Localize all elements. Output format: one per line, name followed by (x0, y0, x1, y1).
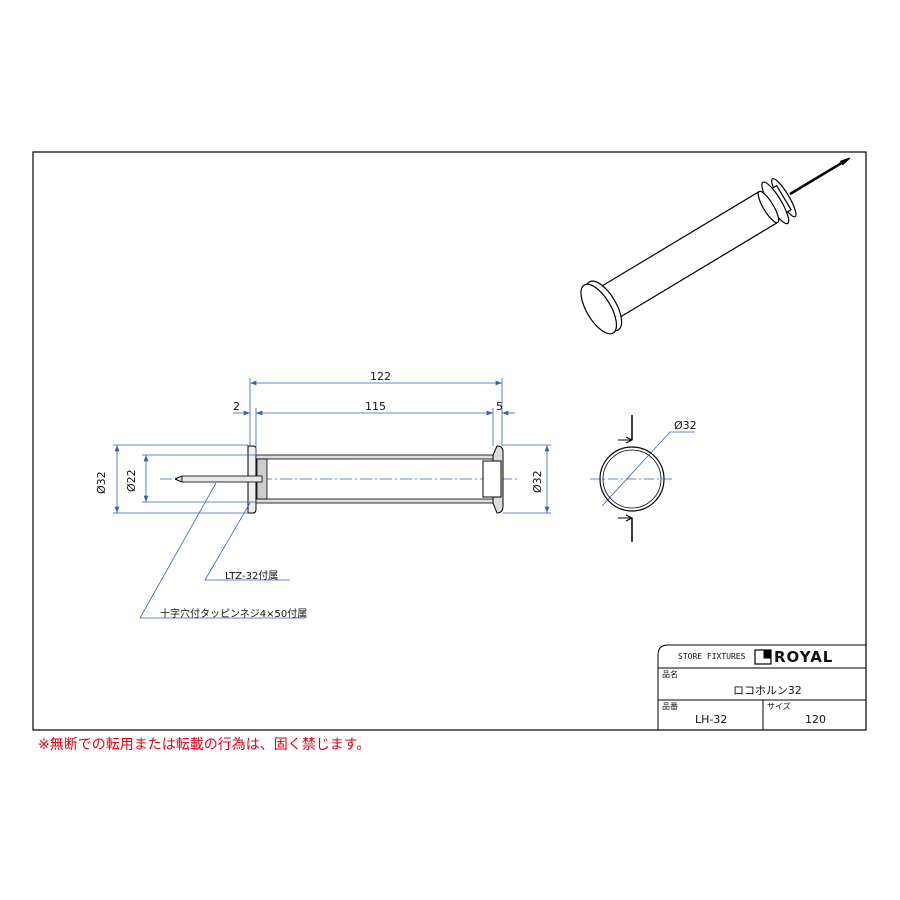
code-value: LH-32 (695, 713, 728, 726)
size-value: 120 (805, 713, 826, 726)
name-value: ロコホルン32 (733, 684, 802, 697)
sheet-border (32, 151, 867, 731)
name-label: 品名 (662, 670, 678, 679)
code-label: 品番 (662, 702, 678, 711)
callout-bracket: LTZ-32付属 (225, 571, 279, 582)
section-view (590, 415, 675, 542)
dim-body: 115 (365, 400, 386, 413)
dim-dia-section: Ø32 (674, 419, 697, 432)
dim-dia-left-outer: Ø32 (95, 471, 108, 494)
dim-cap: 5 (496, 400, 503, 413)
dim-dia-left-inner: Ø22 (125, 469, 138, 492)
brand-logo: ROYAL (774, 648, 834, 666)
title-block (657, 644, 866, 730)
side-section-view (160, 445, 520, 514)
isometric-view (580, 157, 851, 335)
dim-flange: 2 (233, 400, 240, 413)
size-label: サイズ (767, 702, 791, 711)
copyright-notice: ※無断での転用または転載の行為は、固く禁じます。 (38, 737, 371, 753)
dimension-lines (113, 378, 695, 619)
dim-dia-right: Ø32 (531, 470, 544, 493)
callout-screw: 十字穴付タッピンネジ4×50付属 (160, 609, 308, 620)
company-label: STORE FIXTURES (678, 652, 746, 661)
dim-overall: 122 (370, 370, 391, 383)
